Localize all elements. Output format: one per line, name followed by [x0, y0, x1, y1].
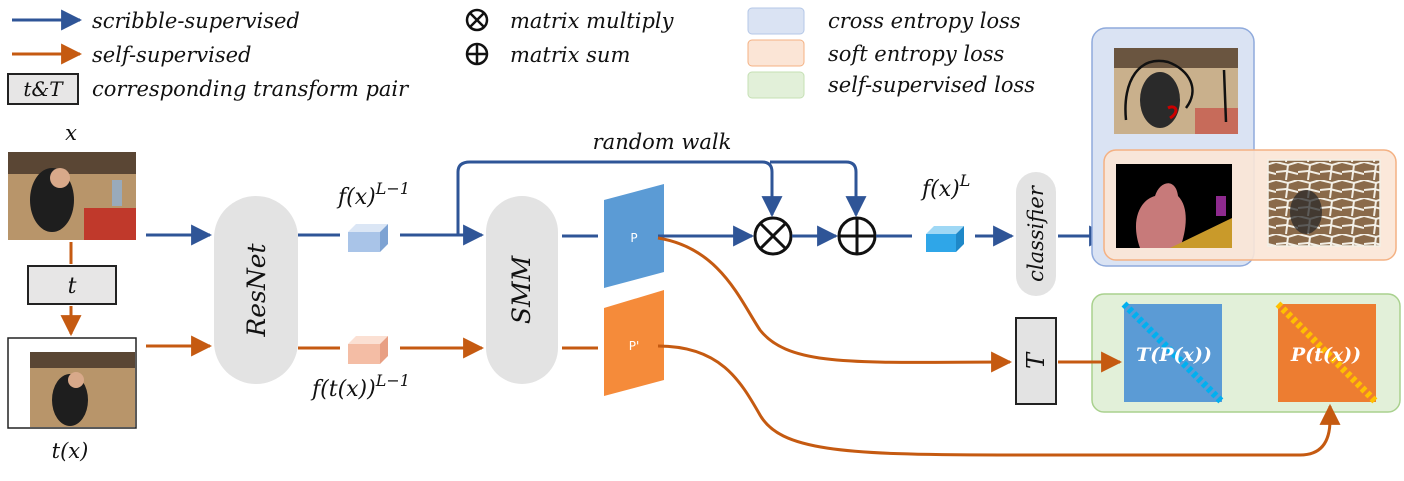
flow-pp-to-ptx	[657, 344, 1341, 457]
random-walk-label: random walk	[593, 130, 732, 154]
transform-T-box	[1015, 317, 1057, 405]
legend: scribble-supervised self-supervised t&T …	[7, 7, 1035, 105]
legend-pair-box-label: t&T	[23, 77, 64, 101]
matrix-pp	[604, 290, 664, 396]
flow-p-to-T	[657, 236, 1013, 373]
legend-sum-label: matrix sum	[510, 43, 630, 67]
oplus-icon	[465, 42, 489, 66]
resnet-block	[214, 196, 298, 384]
transform-t-label: t	[68, 274, 77, 299]
smm-block	[486, 196, 558, 384]
oplus-node	[837, 216, 877, 256]
legend-se-label: soft entropy loss	[828, 42, 1004, 66]
feature-fxl-cube	[926, 226, 964, 252]
ftx-label: f(t(x))L−1	[310, 371, 410, 402]
legend-ssl-swatch	[747, 71, 805, 99]
classifier-label: classifier	[1024, 184, 1048, 282]
scribble-image	[1114, 48, 1238, 134]
random-walk-to-sum	[770, 160, 867, 218]
matrix-tpx	[1121, 301, 1225, 405]
legend-se-swatch	[747, 39, 805, 67]
random-walk-to-mult	[456, 160, 783, 235]
matrix-pp-label: P'	[629, 339, 640, 353]
legend-scribble-label: scribble-supervised	[92, 9, 300, 33]
ptx-label: P(t(x))	[1290, 344, 1361, 366]
tpx-label: T(P(x))	[1136, 344, 1212, 366]
transform-t-box	[27, 265, 117, 305]
input-x-label: x	[65, 121, 77, 145]
matrix-ptx	[1275, 301, 1379, 405]
input-image	[8, 152, 136, 240]
legend-self-label: self-supervised	[92, 43, 251, 67]
legend-ce-label: cross entropy loss	[828, 9, 1021, 33]
legend-ssl-label: self-supervised loss	[828, 73, 1035, 97]
transform-T-label: T	[1022, 351, 1050, 369]
otimes-node	[753, 216, 793, 256]
input-tx-label: t(x)	[52, 439, 89, 463]
classifier-block	[1016, 172, 1056, 296]
transformed-image	[7, 337, 137, 429]
legend-pair-label: corresponding transform pair	[92, 77, 410, 101]
smm-label: SMM	[507, 254, 536, 324]
legend-ce-swatch	[747, 7, 805, 35]
feature-ftx-cube	[348, 336, 388, 364]
feature-fx-cube	[348, 224, 388, 252]
matrix-p	[604, 184, 664, 288]
resnet-label: ResNet	[242, 242, 271, 337]
fxl-label: f(x)L	[920, 171, 970, 202]
segmentation-output	[1116, 164, 1232, 248]
matrix-p-label: P	[630, 231, 637, 245]
legend-pair-box	[7, 73, 79, 105]
fx-label: f(x)L−1	[336, 179, 410, 210]
legend-mult-label: matrix multiply	[510, 9, 675, 33]
otimes-icon	[465, 8, 489, 32]
superpixel-image	[1267, 159, 1381, 247]
